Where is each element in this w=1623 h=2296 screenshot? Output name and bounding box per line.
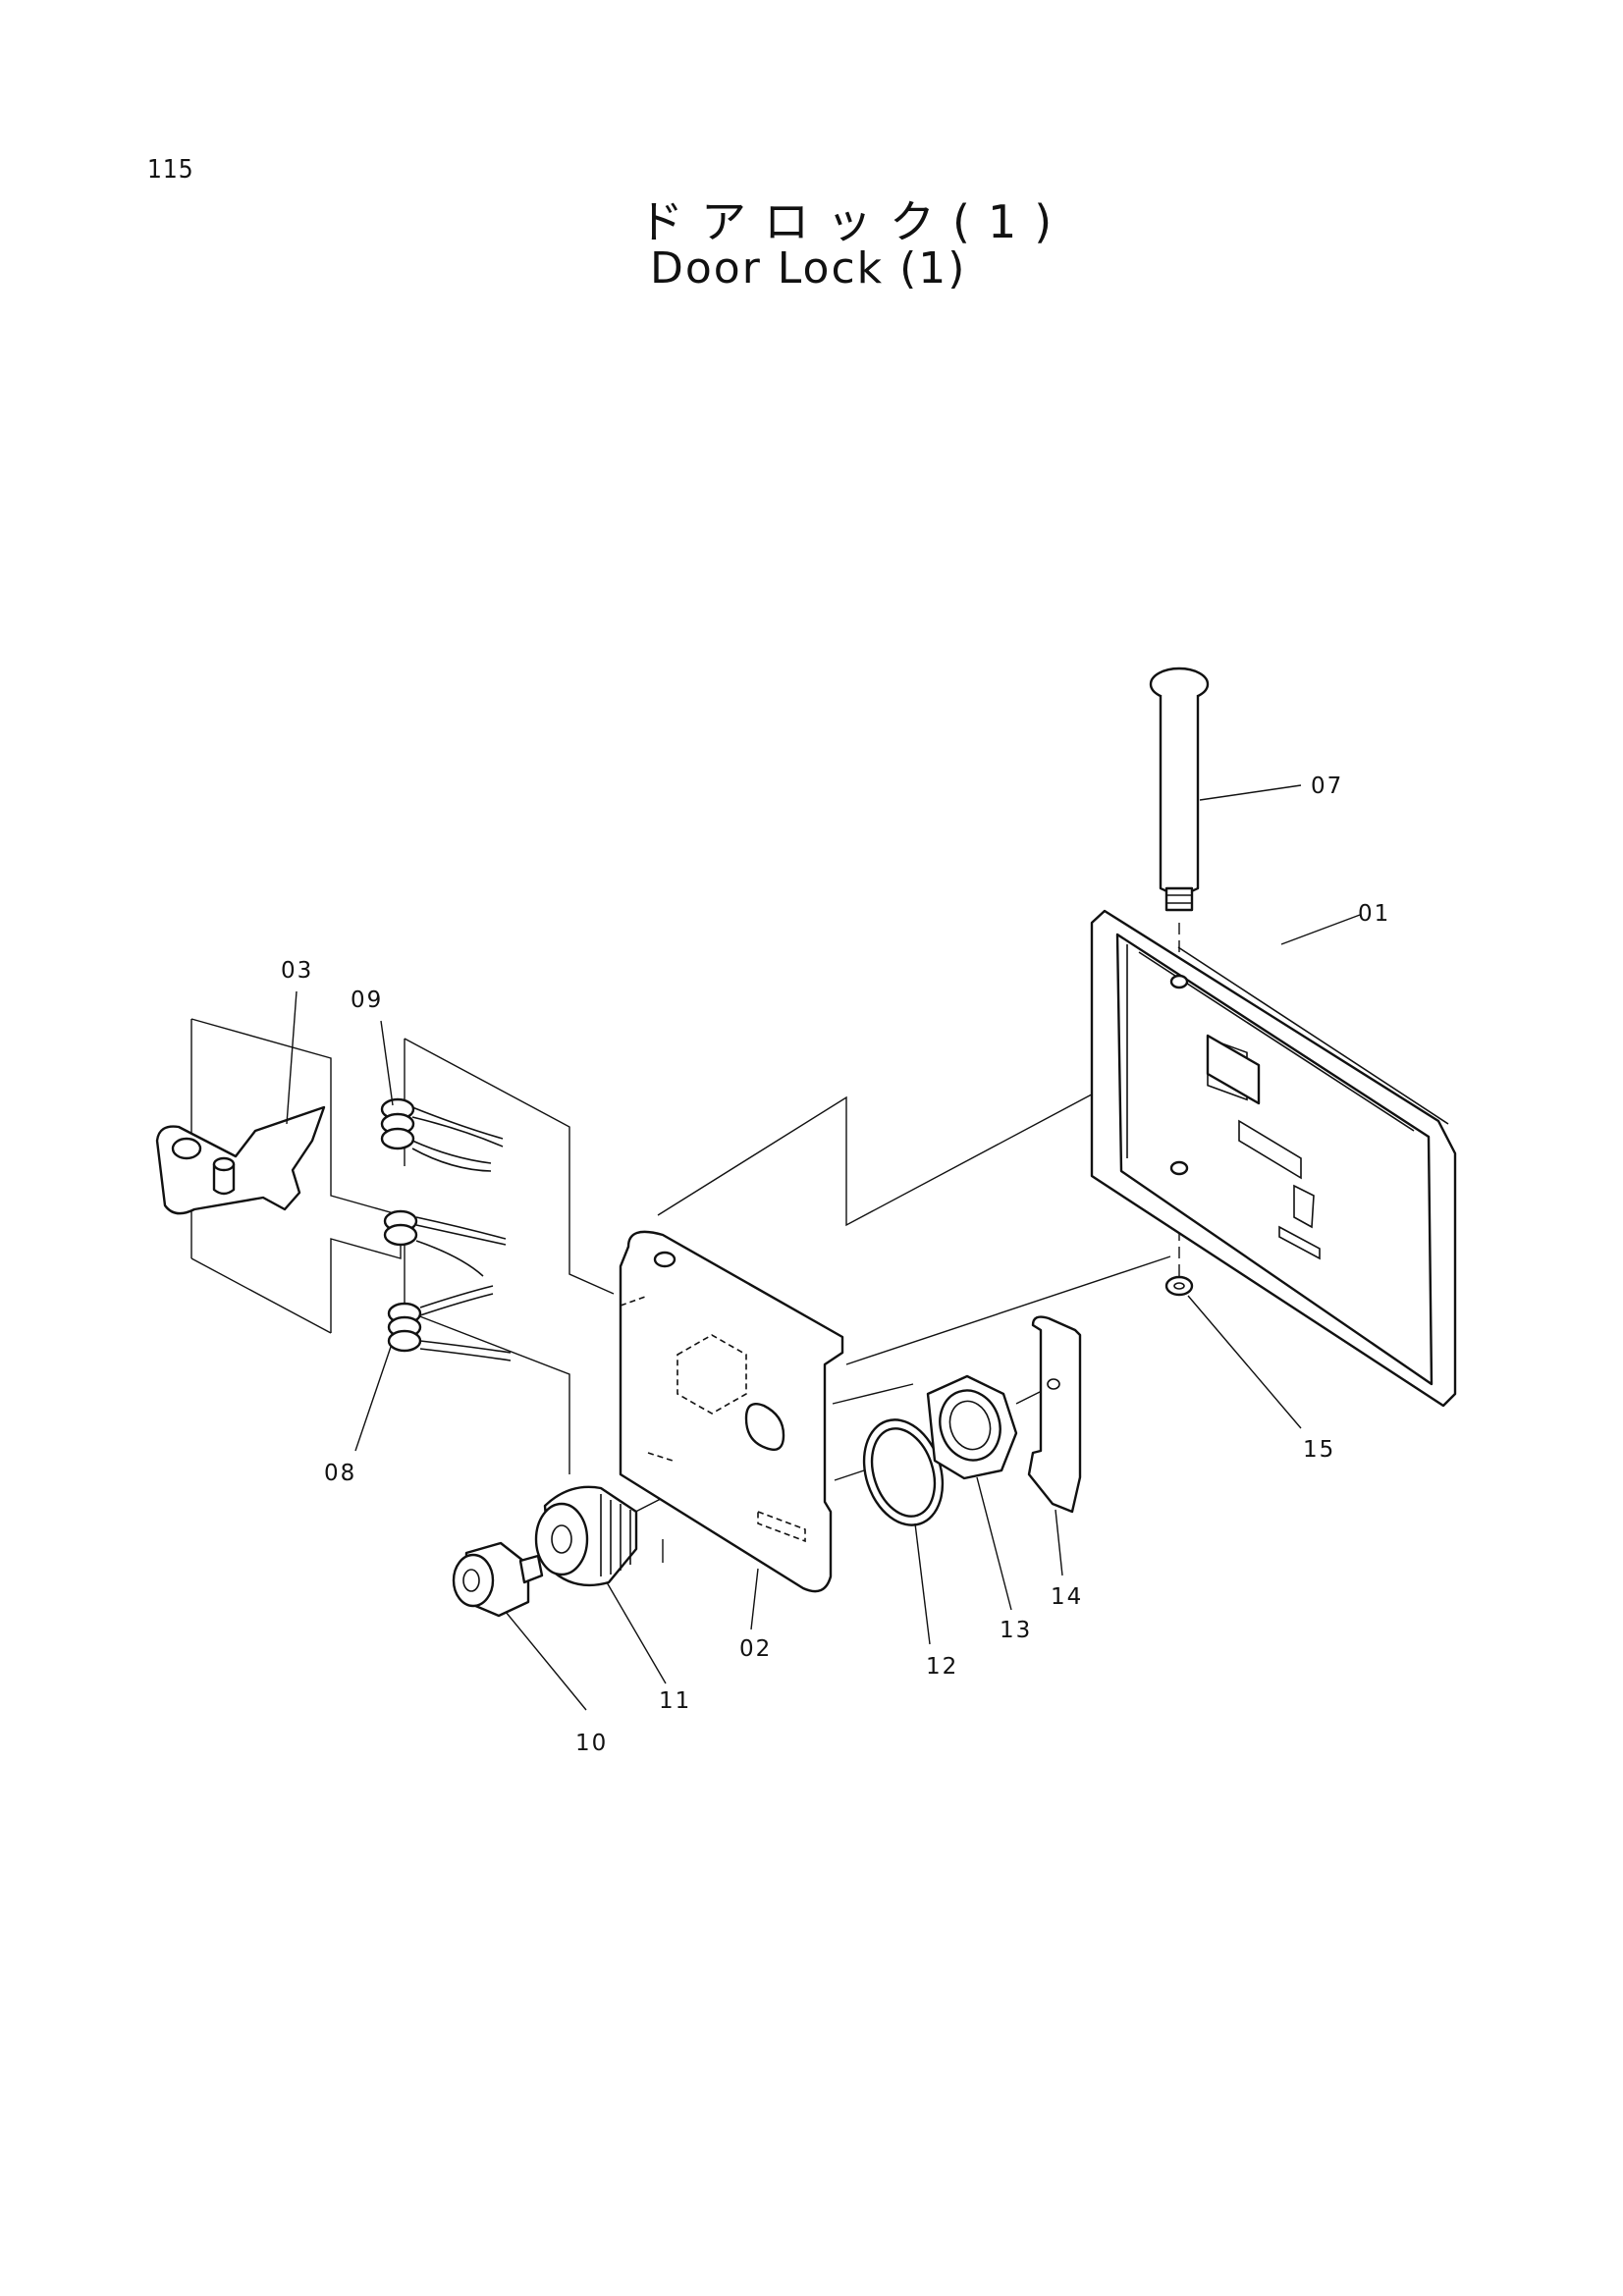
label-10: 10: [575, 1731, 608, 1756]
label-08: 08: [324, 1461, 356, 1486]
leader-lines: [286, 784, 1361, 1711]
part-labels: 07 01 03 09 08 15 14 13 02 12 11 10: [281, 774, 1390, 1756]
part-07-pin: [1149, 667, 1210, 912]
label-01: 01: [1358, 901, 1390, 927]
label-03: 03: [281, 958, 313, 984]
title-japanese: ドアロック(1): [638, 195, 1070, 248]
label-14: 14: [1051, 1584, 1083, 1610]
label-02: 02: [739, 1636, 772, 1662]
label-13: 13: [1000, 1618, 1032, 1643]
part-12-washer: [862, 1418, 945, 1526]
page-number: 115: [147, 155, 194, 185]
part-15-ring: [1164, 1275, 1194, 1297]
part-11-bushing: [534, 1485, 638, 1587]
label-07: 07: [1311, 774, 1343, 799]
part-09-spring: [380, 1097, 504, 1172]
label-15: 15: [1303, 1437, 1335, 1463]
part-08-spring: [387, 1285, 512, 1362]
label-09: 09: [351, 988, 383, 1013]
part-13-nut: [926, 1374, 1018, 1480]
part-02-plate: [619, 1230, 844, 1593]
part-10-key-cylinder: [452, 1541, 544, 1618]
title-english: Door Lock (1): [650, 243, 967, 294]
part-spring-middle: [383, 1209, 507, 1277]
label-11: 11: [659, 1688, 691, 1714]
part-03-cam: [155, 1105, 326, 1215]
label-12: 12: [926, 1654, 958, 1680]
part-01-housing: [1090, 909, 1457, 1408]
part-14-latch: [1027, 1315, 1082, 1514]
